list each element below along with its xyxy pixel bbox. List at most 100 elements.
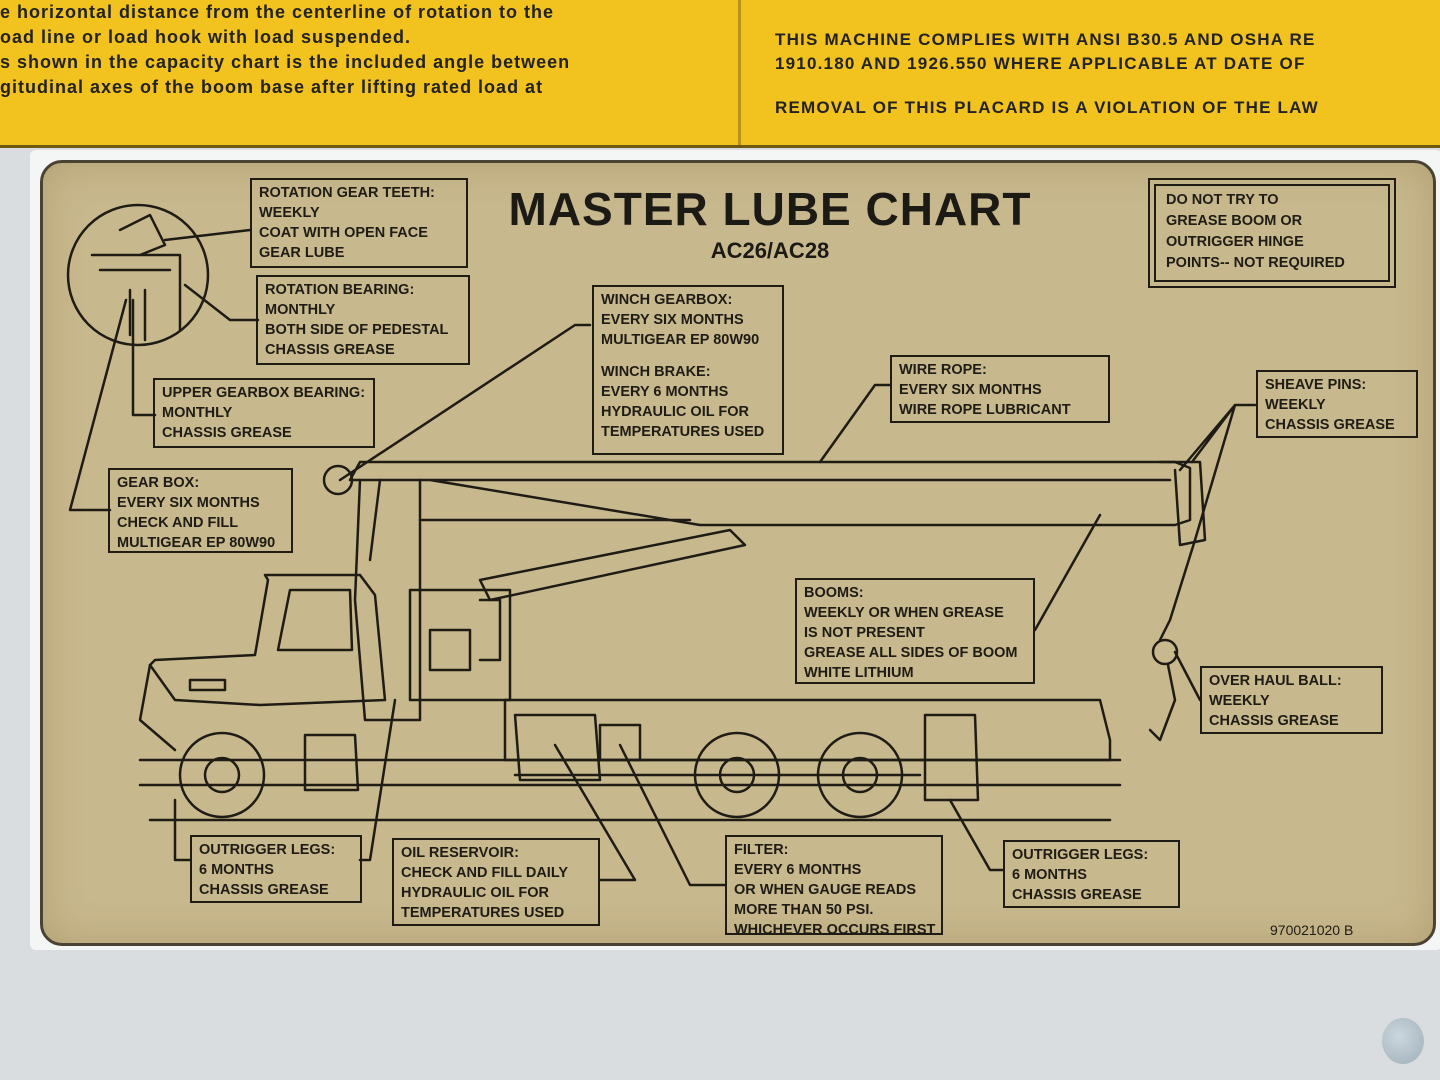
- placard-line: gitudinal axes of the boom base after li…: [0, 77, 544, 97]
- rear-wheel-1: [693, 731, 781, 819]
- callout-line: BOTH SIDE OF PEDESTAL: [265, 322, 449, 338]
- leader-filter: [618, 743, 727, 887]
- truck-hood: [138, 663, 227, 752]
- rear-wheel-2-hub: [841, 756, 879, 794]
- callout-line: EVERY SIX MONTHS: [601, 312, 744, 328]
- leader-outrigger-front: [173, 698, 397, 862]
- callout-heading: SHEAVE PINS:: [1265, 377, 1367, 393]
- callout-heading: WINCH BRAKE:: [601, 364, 711, 380]
- callout-line: CHASSIS GREASE: [162, 425, 292, 441]
- callout-filter: FILTER: EVERY 6 MONTHS OR WHEN GAUGE REA…: [725, 835, 943, 938]
- capacity-placard: e horizontal distance from the centerlin…: [0, 0, 1440, 148]
- callout-line: WIRE ROPE LUBRICANT: [899, 402, 1071, 418]
- callout-line: CHASSIS GREASE: [265, 342, 395, 358]
- callout-line: CHECK AND FILL: [117, 515, 239, 531]
- callout-outrigger-legs-front: OUTRIGGER LEGS: 6 MONTHS CHASSIS GREASE: [190, 835, 362, 903]
- leader-winch-gearbox: [338, 323, 592, 482]
- compliance-line: THIS MACHINE COMPLIES WITH ANSI B30.5 AN…: [775, 30, 1316, 49]
- callout-heading: ROTATION BEARING:: [265, 282, 415, 298]
- callout-line: WEEKLY: [1209, 693, 1270, 709]
- leader-gear-box: [68, 298, 128, 512]
- leader-upper-gearbox: [131, 298, 157, 417]
- callout-wire-rope: WIRE ROPE: EVERY SIX MONTHS WIRE ROPE LU…: [890, 355, 1110, 423]
- callout-line: TEMPERATURES USED: [601, 424, 765, 440]
- leader-over-haul-ball: [1173, 650, 1202, 702]
- boom-outline: [348, 460, 1192, 527]
- callout-heading: GEAR BOX:: [117, 475, 200, 491]
- callout-heading: WINCH GEARBOX:: [601, 292, 733, 308]
- callout-booms: BOOMS: WEEKLY OR WHEN GREASE IS NOT PRES…: [795, 578, 1035, 684]
- callout-line: HYDRAULIC OIL FOR: [601, 404, 749, 420]
- callout-heading: OVER HAUL BALL:: [1209, 673, 1342, 689]
- callout-heading: UPPER GEARBOX BEARING:: [162, 385, 366, 401]
- callout-line: 6 MONTHS: [1012, 867, 1087, 883]
- callout-line: CHASSIS GREASE: [1209, 713, 1339, 729]
- rear-outrigger: [923, 713, 980, 802]
- detail-circle: [66, 203, 210, 347]
- callout-gear-box: GEAR BOX: EVERY SIX MONTHS CHECK AND FIL…: [108, 468, 293, 553]
- callout-line: MONTHLY: [265, 302, 336, 318]
- no-grease-note: DO NOT TRY TO GREASE BOOM OR OUTRIGGER H…: [1148, 178, 1396, 288]
- winch-drum: [322, 464, 354, 496]
- callout-sheave-pins: SHEAVE PINS: WEEKLY CHASSIS GREASE: [1256, 370, 1418, 438]
- placard-line: oad line or load hook with load suspende…: [0, 27, 412, 47]
- callout-line: HYDRAULIC OIL FOR: [401, 885, 549, 901]
- rear-wheel-2: [816, 731, 904, 819]
- leader-sheave-pins: [1178, 403, 1257, 542]
- removal-warning: REMOVAL OF THIS PLACARD IS A VIOLATION O…: [775, 98, 1319, 117]
- callout-line: MORE THAN 50 PSI.: [734, 902, 874, 918]
- callout-outrigger-legs-rear: OUTRIGGER LEGS: 6 MONTHS CHASSIS GREASE: [1003, 840, 1180, 908]
- leader-rotation-gear: [163, 228, 252, 242]
- callout-line: WEEKLY OR WHEN GREASE: [804, 605, 1004, 621]
- callout-line: IS NOT PRESENT: [804, 625, 925, 641]
- callout-line: EVERY SIX MONTHS: [899, 382, 1042, 398]
- callout-line: CHASSIS GREASE: [1012, 887, 1142, 903]
- callout-upper-gearbox-bearing: UPPER GEARBOX BEARING: MONTHLY CHASSIS G…: [153, 378, 375, 448]
- crane-mast: [353, 478, 422, 722]
- part-number: 970021020 B: [1270, 922, 1354, 938]
- placard-line: s shown in the capacity chart is the inc…: [0, 52, 571, 72]
- callout-line: WHICHEVER OCCURS FIRST: [734, 922, 936, 938]
- callout-line: OR WHEN GAUGE READS: [734, 882, 917, 898]
- note-line: DO NOT TRY TO: [1166, 192, 1279, 208]
- watermark-logo-icon: [1382, 1018, 1424, 1064]
- callout-rotation-gear-teeth: ROTATION GEAR TEETH: WEEKLY COAT WITH OP…: [250, 178, 468, 268]
- callout-line: EVERY SIX MONTHS: [117, 495, 260, 511]
- callout-rotation-bearing: ROTATION BEARING: MONTHLY BOTH SIDE OF P…: [256, 275, 470, 365]
- placard-compliance: THIS MACHINE COMPLIES WITH ANSI B30.5 AN…: [775, 28, 1435, 120]
- front-wheel: [178, 731, 266, 819]
- rear-wheel-1-hub: [718, 756, 756, 794]
- callout-line: 6 MONTHS: [199, 862, 274, 878]
- callout-line: MULTIGEAR EP 80W90: [117, 535, 276, 551]
- callout-line: GREASE ALL SIDES OF BOOM: [804, 645, 1018, 661]
- leader-wire-rope: [818, 383, 892, 464]
- callout-heading: WIRE ROPE:: [899, 362, 987, 378]
- leader-booms: [1033, 513, 1102, 632]
- callout-line: GEAR LUBE: [259, 245, 345, 261]
- callout-heading: OUTRIGGER LEGS:: [1012, 847, 1149, 863]
- hook: [1148, 663, 1177, 742]
- callout-line: MULTIGEAR EP 80W90: [601, 332, 760, 348]
- note-line: GREASE BOOM OR: [1166, 213, 1303, 229]
- placard-divider: [738, 0, 741, 145]
- callout-over-haul-ball: OVER HAUL BALL: WEEKLY CHASSIS GREASE: [1200, 666, 1383, 734]
- lube-chart-plate: [40, 160, 1436, 946]
- truck-cab: [148, 573, 387, 707]
- callout-heading: ROTATION GEAR TEETH:: [259, 185, 435, 201]
- truck-bed: [503, 698, 1112, 777]
- detail-pedestal: [90, 213, 182, 342]
- cab-window: [276, 588, 354, 652]
- placard-definitions: e horizontal distance from the centerlin…: [0, 0, 735, 100]
- chart-title: MASTER LUBE CHART: [508, 183, 1032, 235]
- note-line: POINTS-- NOT REQUIRED: [1166, 255, 1345, 271]
- callout-line: COAT WITH OPEN FACE: [259, 225, 428, 241]
- callout-line: WHITE LITHIUM: [804, 665, 914, 681]
- leader-oil-reservoir: [553, 743, 637, 882]
- callout-oil-reservoir: OIL RESERVOIR: CHECK AND FILL DAILY HYDR…: [392, 838, 600, 926]
- callout-line: WEEKLY: [1265, 397, 1326, 413]
- callout-line: TEMPERATURES USED: [401, 905, 565, 921]
- front-outrigger: [303, 733, 360, 792]
- callout-heading: OUTRIGGER LEGS:: [199, 842, 336, 858]
- callout-heading: OIL RESERVOIR:: [401, 845, 519, 861]
